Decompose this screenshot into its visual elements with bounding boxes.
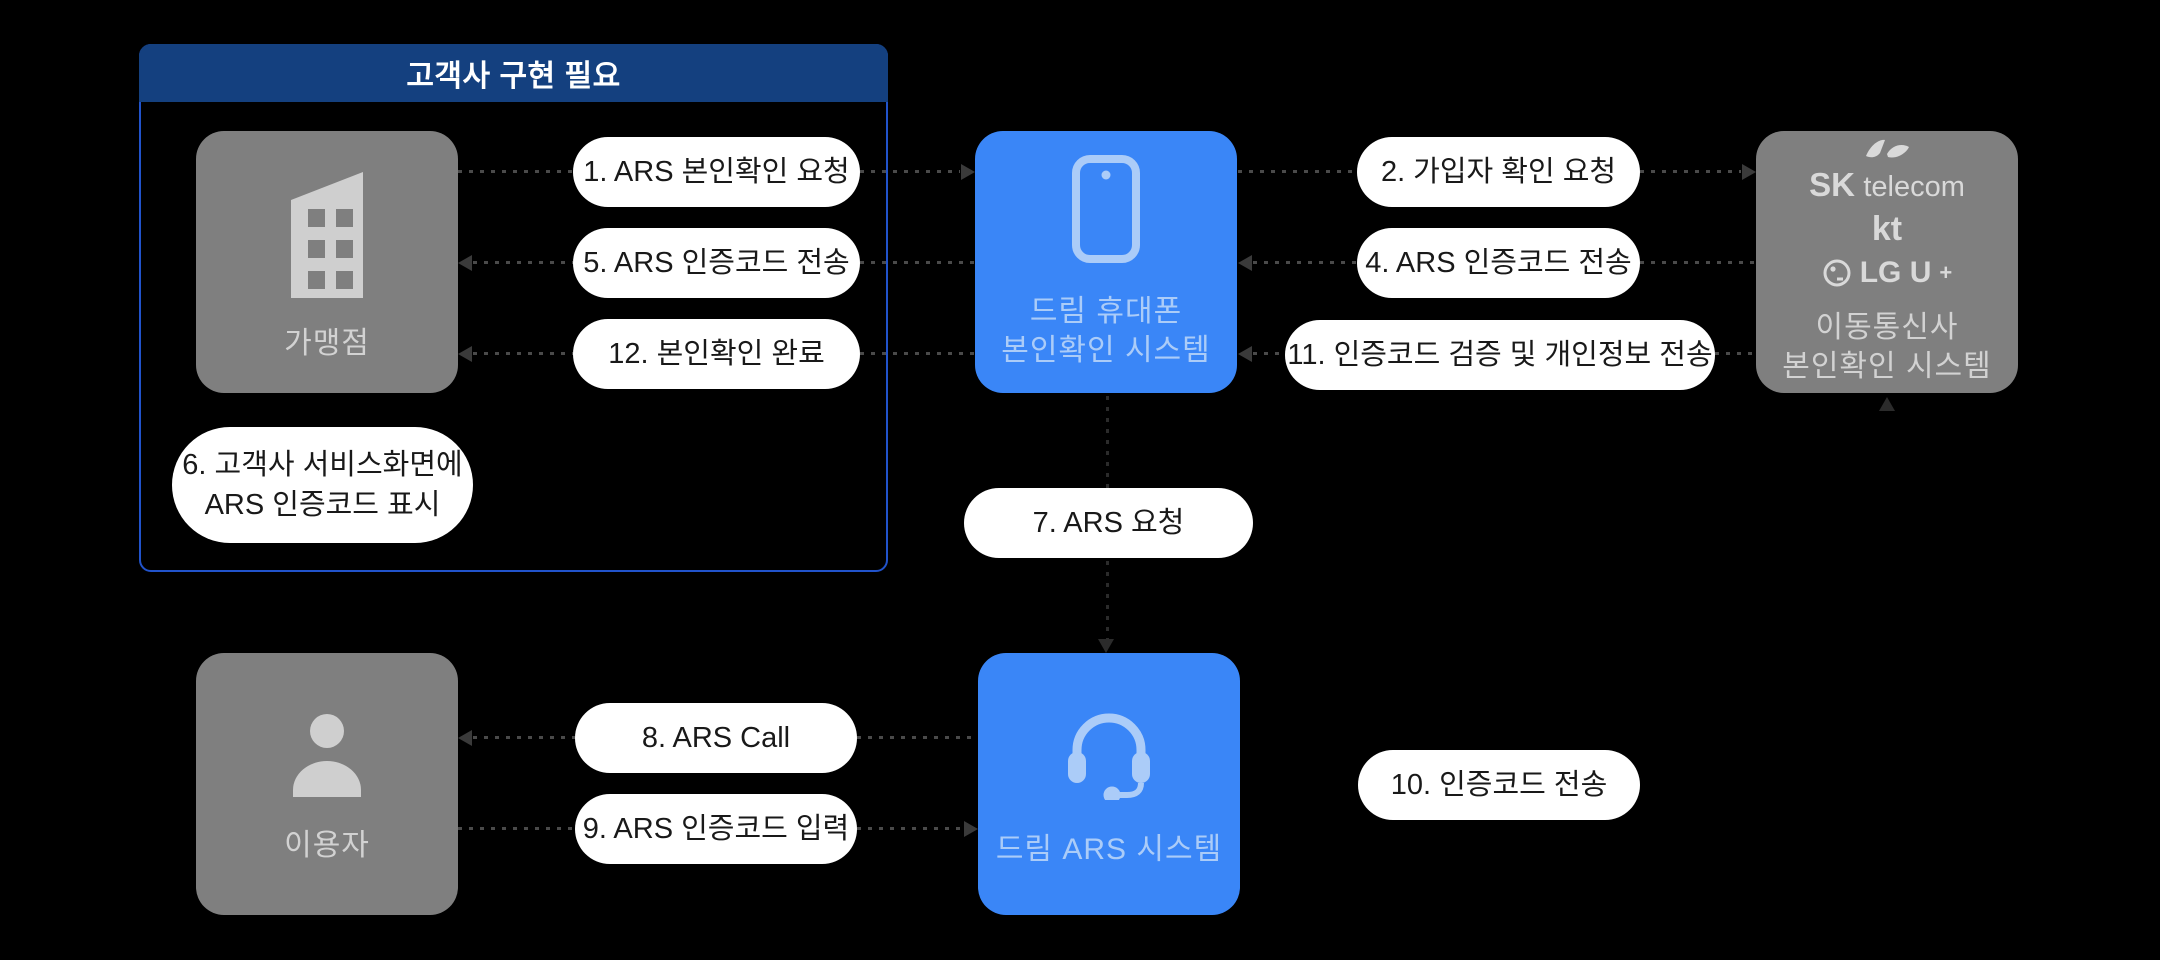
node-merchant-label: 가맹점 <box>284 326 370 360</box>
line-phone-system-to-step12 <box>860 352 975 355</box>
line-merchant-to-step1 <box>458 170 573 173</box>
panel-title: 고객사 구현 필요 <box>406 60 621 93</box>
line-user-to-step9 <box>458 827 575 830</box>
step-pill-10: 10. 인증코드 전송 <box>1358 750 1640 820</box>
node-dream-ars-label: 드림 ARS 시스템 <box>995 832 1223 866</box>
step-12-text: 12. 본인확인 완료 <box>608 337 825 370</box>
arrowhead-into-phone-system-step4 <box>1238 255 1252 271</box>
arrowhead-into-merchant-step5 <box>458 255 472 271</box>
step-pill-2: 2. 가입자 확인 요청 <box>1357 137 1640 207</box>
step-6-text-line1: 6. 고객사 서비스화면에 <box>182 448 463 481</box>
lg-logo-text: LG U <box>1859 256 1932 289</box>
node-carrier-label-line1: 이동통신사 <box>1815 311 1959 344</box>
line-ars-system-to-step8 <box>857 736 978 739</box>
lg-uplus-logo: LG U + <box>1822 256 1953 289</box>
line-phone-system-to-step2 <box>1238 170 1357 173</box>
arrowhead-into-user-step8 <box>458 730 472 746</box>
line-step5-to-merchant <box>473 261 573 264</box>
step-10-text: 10. 인증코드 전송 <box>1390 768 1608 801</box>
step-pill-5: 5. ARS 인증코드 전송 <box>573 228 860 298</box>
step-pill-1: 1. ARS 본인확인 요청 <box>573 137 860 207</box>
line-step12-to-merchant <box>473 352 573 355</box>
node-carrier-system: SK telecom kt LG U + 이동통신사 본인확인 시스템 <box>1756 131 2018 393</box>
kt-logo: kt <box>1871 210 1903 248</box>
node-dream-phone-label-line2: 본인확인 시스템 <box>1001 334 1211 367</box>
telecom-logo-text: telecom <box>1863 171 1965 203</box>
arrowhead-into-merchant-step12 <box>458 346 472 362</box>
node-user: 이용자 <box>196 653 458 915</box>
step-pill-12: 12. 본인확인 완료 <box>573 319 860 389</box>
carrier-logo-stack: SK telecom kt LG U + 이동통신사 본인확인 시스템 <box>1782 138 1992 386</box>
step-7-text: 7. ARS 요청 <box>1032 506 1185 539</box>
sk-wings-icon <box>1865 139 1909 158</box>
lg-plus-text: + <box>1939 260 1953 285</box>
person-icon <box>293 713 361 797</box>
panel-header: 고객사 구현 필요 <box>139 44 888 102</box>
sk-telecom-logo: SK telecom <box>1809 168 1965 202</box>
sk-logo-text: SK <box>1809 166 1855 203</box>
node-dream-phone-label-line1: 드림 휴대폰 <box>1029 295 1183 328</box>
line-carrier-to-step4 <box>1640 261 1756 264</box>
arrowhead-into-phone-system-step11 <box>1238 346 1252 362</box>
node-user-label: 이용자 <box>284 828 370 862</box>
step-8-text: 8. ARS Call <box>641 721 791 754</box>
arrowhead-into-carrier-step2 <box>1742 164 1756 180</box>
arrowhead-into-ars-system-step9 <box>964 821 978 837</box>
building-icon <box>291 171 363 298</box>
step-pill-9: 9. ARS 인증코드 입력 <box>575 794 857 864</box>
node-dream-ars-system: 드림 ARS 시스템 <box>978 653 1240 915</box>
lg-symbol-icon <box>1823 259 1851 287</box>
step-6-text-line2: ARS 인증코드 표시 <box>204 489 441 521</box>
line-phone-system-to-step5 <box>860 261 975 264</box>
line-step4-to-phone-system <box>1253 261 1357 264</box>
step-5-text: 5. ARS 인증코드 전송 <box>583 246 850 279</box>
step-1-text: 1. ARS 본인확인 요청 <box>583 155 850 188</box>
customer-implementation-panel: 고객사 구현 필요 <box>139 44 888 572</box>
step-pill-7: 7. ARS 요청 <box>964 488 1253 558</box>
step-11-text: 11. 인증코드 검증 및 개인정보 전송 <box>1287 338 1713 371</box>
node-dream-phone-system: 드림 휴대폰 본인확인 시스템 <box>975 131 1237 393</box>
line-step9-to-ars-system <box>857 827 963 830</box>
line-step2-to-carrier <box>1640 170 1741 173</box>
step-pill-11: 11. 인증코드 검증 및 개인정보 전송 <box>1285 320 1715 390</box>
step-2-text: 2. 가입자 확인 요청 <box>1380 155 1617 188</box>
node-carrier-label-line2: 본인확인 시스템 <box>1782 350 1992 383</box>
line-step11-to-phone-system <box>1253 352 1285 355</box>
step-9-text: 9. ARS 인증코드 입력 <box>582 812 850 845</box>
headset-icon <box>1068 713 1150 800</box>
phone-icon <box>1072 155 1140 263</box>
arrowhead-into-phone-system-step1 <box>961 164 975 180</box>
step-4-text: 4. ARS 인증코드 전송 <box>1365 246 1632 279</box>
line-step1-to-phone-system <box>860 170 960 173</box>
line-step8-to-user <box>473 736 575 739</box>
arrowhead-into-ars-system-step7 <box>1098 639 1114 653</box>
arrowhead-into-carrier-step10 <box>1879 397 1895 411</box>
node-merchant: 가맹점 <box>196 131 458 393</box>
step-pill-8: 8. ARS Call <box>575 703 857 773</box>
step-pill-6: 6. 고객사 서비스화면에 ARS 인증코드 표시 <box>172 427 473 543</box>
step-pill-4: 4. ARS 인증코드 전송 <box>1357 228 1640 298</box>
line-carrier-to-step11 <box>1715 352 1756 355</box>
